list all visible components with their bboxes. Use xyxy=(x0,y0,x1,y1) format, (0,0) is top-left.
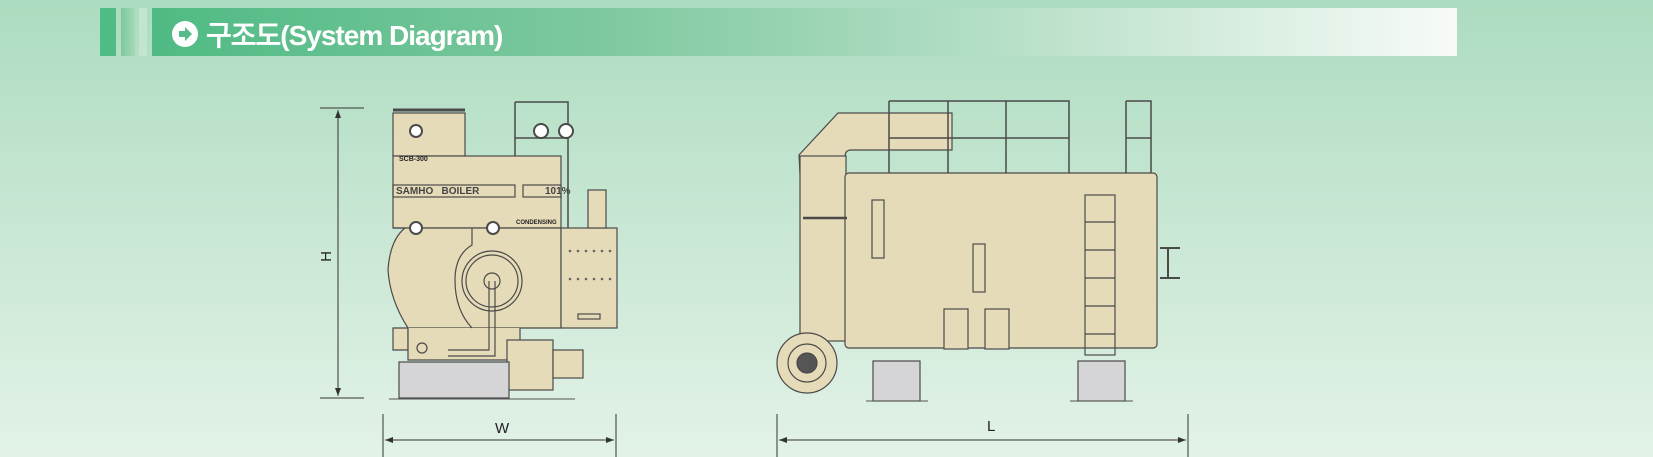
type-label: CONDENSING xyxy=(516,220,557,226)
efficiency-label: 101% xyxy=(545,186,571,197)
section-header: 구조도(System Diagram) xyxy=(100,8,1457,56)
front-view-boiler xyxy=(387,101,618,399)
header-stripe xyxy=(100,8,116,56)
header-stripe xyxy=(121,8,135,56)
dimension-lines xyxy=(320,107,1189,457)
header-stripe xyxy=(139,8,147,56)
model-label: SCB-300 xyxy=(399,156,428,163)
section-title: 구조도(System Diagram) xyxy=(206,20,503,51)
arrow-right-circle-icon xyxy=(172,21,198,47)
height-dimension-label: H xyxy=(317,251,335,262)
side-view-boiler xyxy=(776,100,1180,402)
brand-label: SAMHO BOILER xyxy=(396,186,480,197)
header-bar: 구조도(System Diagram) xyxy=(152,8,1457,56)
length-dimension-label: L xyxy=(987,418,996,435)
width-dimension-label: W xyxy=(495,420,510,437)
